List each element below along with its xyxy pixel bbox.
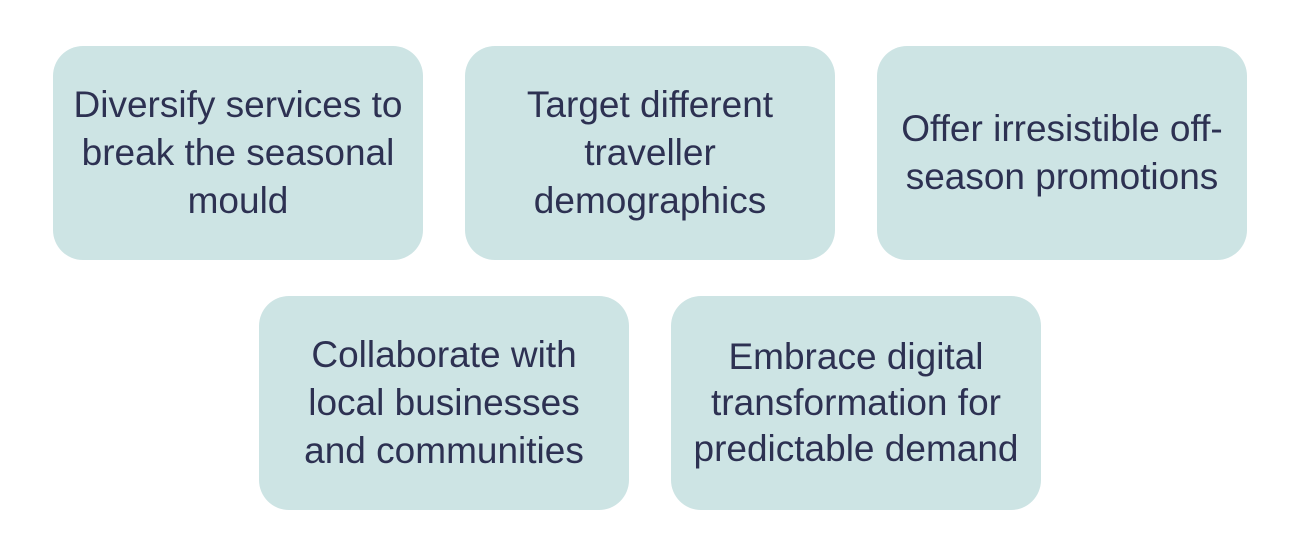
strategy-card-text: Embrace digital transformation for predi… xyxy=(693,336,1019,469)
strategy-card-diversify-services: Diversify services to break the seasonal… xyxy=(53,46,423,260)
strategy-card-text: Target different traveller demographics xyxy=(526,84,774,221)
strategy-card-text: Collaborate with local businesses and co… xyxy=(304,334,584,471)
strategy-card-collaborate-local: Collaborate with local businesses and co… xyxy=(259,296,629,510)
strategy-card-digital-transformation: Embrace digital transformation for predi… xyxy=(671,296,1041,510)
strategy-card-off-season-promotions: Offer irresistible off-season promotions xyxy=(877,46,1247,260)
strategy-card-text: Diversify services to break the seasonal… xyxy=(73,84,403,221)
strategy-card-text: Offer irresistible off-season promotions xyxy=(901,108,1223,197)
strategy-card-target-demographics: Target different traveller demographics xyxy=(465,46,835,260)
